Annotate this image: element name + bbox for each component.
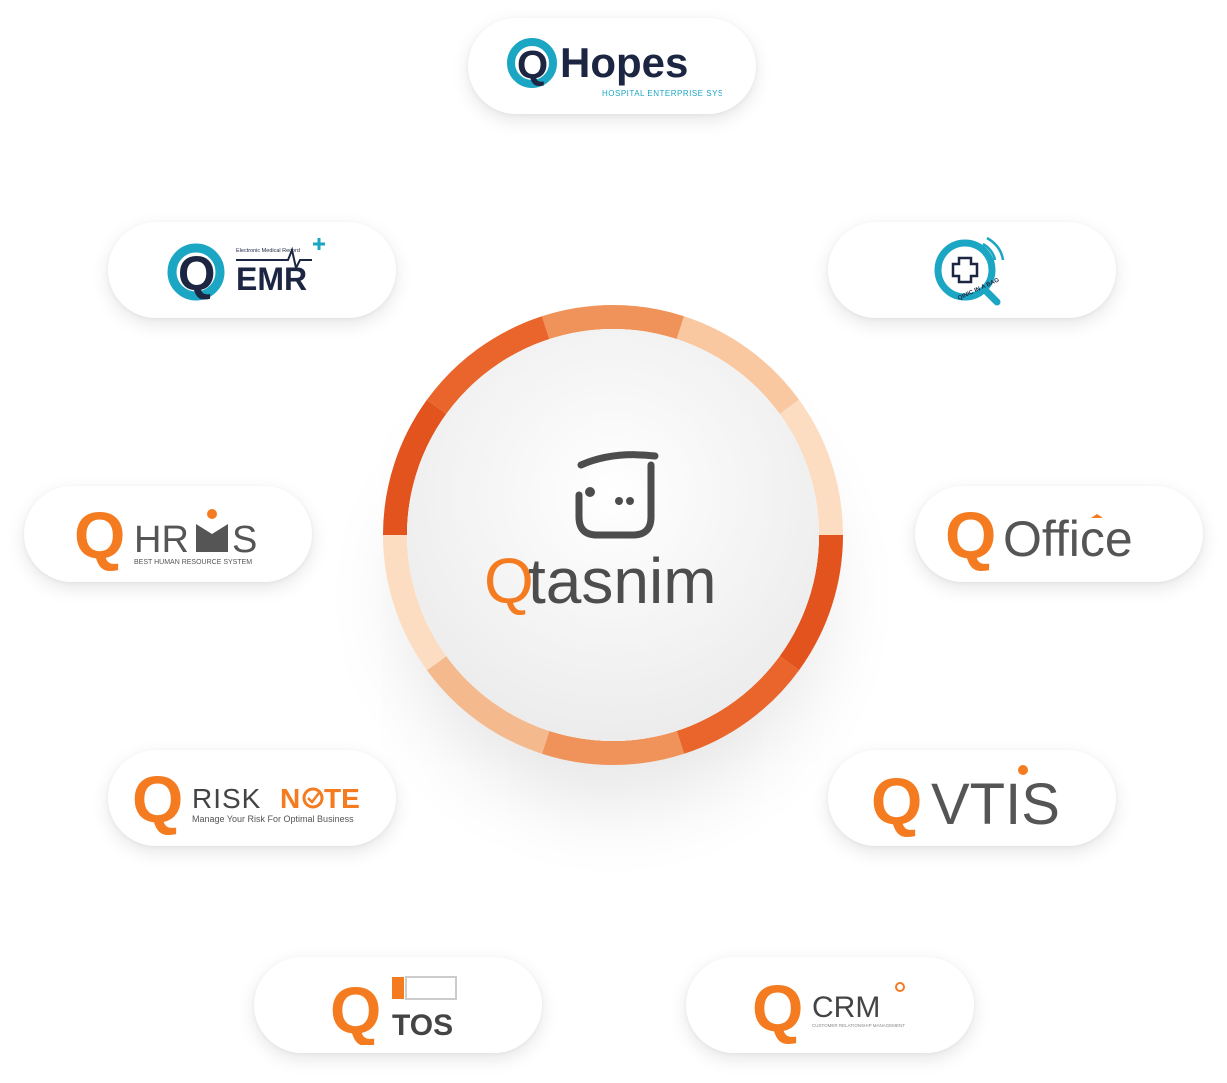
product-card-office[interactable]: Q Office — [915, 486, 1203, 582]
qinic-signal-icon — [982, 236, 1005, 261]
qinic-cross-icon — [951, 256, 979, 284]
product-card-crm[interactable]: Q CRM CUSTOMER RELATIONSHIP MANAGEMENT — [686, 957, 974, 1053]
hris-logo: Q HR S BEST HUMAN RESOURCE SYSTEM — [74, 498, 257, 572]
hris-name-b: S — [232, 519, 257, 561]
product-card-qinic[interactable]: QINIC IN A BAG — [828, 222, 1116, 318]
product-card-hopes[interactable]: Q Hopes HOSPITAL ENTERPRISE SYSTEM — [468, 18, 756, 114]
qtasnim-hub: Q tasnim — [383, 305, 843, 765]
crm-dot-icon — [895, 982, 905, 992]
hopes-tagline: HOSPITAL ENTERPRISE SYSTEM — [602, 89, 722, 98]
office-logo: Q Office — [945, 498, 1133, 572]
hub-ring-segment — [779, 399, 843, 536]
hopes-q: Q — [517, 43, 548, 87]
hopes-logo: Q Hopes HOSPITAL ENTERPRISE SYSTEM — [507, 38, 722, 98]
hris-person-icon — [196, 524, 228, 552]
crm-tagline: CUSTOMER RELATIONSHIP MANAGEMENT — [812, 1023, 905, 1028]
hub-ring — [383, 305, 843, 765]
qtasnim-smile-icon — [575, 451, 659, 539]
qinic-ring-icon — [934, 239, 996, 301]
hub-ring-segment — [676, 655, 800, 754]
hopes-name: Hopes — [560, 39, 688, 86]
hub-ring-segment — [426, 655, 550, 754]
product-card-risknote[interactable]: Q RISK N TE Manage Your Risk For Optimal… — [108, 750, 396, 846]
office-name: Office — [1003, 511, 1133, 567]
hub-ring-segment — [383, 399, 447, 536]
hopes-q-ring-icon — [507, 38, 557, 88]
vtis-logo: Q VTIS — [871, 764, 1060, 838]
product-card-hris[interactable]: Q HR S BEST HUMAN RESOURCE SYSTEM — [24, 486, 312, 582]
risknote-checkmark-icon — [307, 792, 320, 804]
tos-container-icon — [392, 976, 457, 1000]
hris-person-head-icon — [207, 509, 217, 519]
crm-q: Q — [752, 971, 803, 1045]
crm-name: CRM — [812, 991, 880, 1024]
emr-name: EMR — [236, 261, 307, 297]
hub-brand-name: tasnim — [528, 545, 717, 617]
hris-tagline: BEST HUMAN RESOURCE SYSTEM — [134, 559, 252, 566]
emr-pulse-icon — [236, 246, 312, 271]
hub-ring-segment — [676, 316, 800, 415]
office-q: Q — [945, 498, 996, 572]
tos-q: Q — [330, 973, 381, 1045]
office-hat-icon — [1091, 514, 1103, 518]
vtis-name: VTIS — [931, 772, 1060, 837]
emr-logo: Q Electronic Medical Record EMR — [167, 238, 325, 301]
tos-name: TOS — [392, 1009, 453, 1042]
hub-ring-segment — [541, 305, 685, 340]
qinic-logo: QINIC IN A BAG — [934, 236, 1005, 306]
hub-ring-segment — [541, 730, 685, 765]
risknote-name-a: RISK — [192, 783, 261, 814]
emr-plus-icon — [313, 238, 325, 250]
emr-q-ring-icon — [167, 243, 225, 301]
vtis-q: Q — [871, 764, 922, 838]
risknote-check-icon — [302, 787, 324, 809]
hris-q: Q — [74, 498, 125, 572]
vtis-gear-icon — [1018, 765, 1028, 775]
product-card-emr[interactable]: Q Electronic Medical Record EMR — [108, 222, 396, 318]
risknote-tagline: Manage Your Risk For Optimal Business — [192, 814, 354, 824]
risknote-logo: Q RISK N TE Manage Your Risk For Optimal… — [132, 762, 360, 836]
hub-ring-segment — [779, 534, 843, 671]
emr-q: Q — [178, 248, 215, 301]
hub-brand-q: Q — [484, 545, 534, 617]
crm-logo: Q CRM CUSTOMER RELATIONSHIP MANAGEMENT — [752, 971, 905, 1045]
product-card-vtis[interactable]: Q VTIS — [828, 750, 1116, 846]
hris-name-a: HR — [134, 519, 189, 561]
risknote-name-c: TE — [324, 783, 360, 814]
qinic-tail-icon — [981, 286, 1001, 306]
hub-ring-segment — [426, 316, 550, 415]
tos-logo: Q TOS — [330, 973, 457, 1045]
emr-tagline: Electronic Medical Record — [236, 248, 300, 254]
product-card-tos[interactable]: Q TOS — [254, 957, 542, 1053]
risknote-name-b: N — [280, 783, 300, 814]
risknote-q: Q — [132, 762, 183, 836]
hub-ring-segment — [383, 534, 447, 671]
